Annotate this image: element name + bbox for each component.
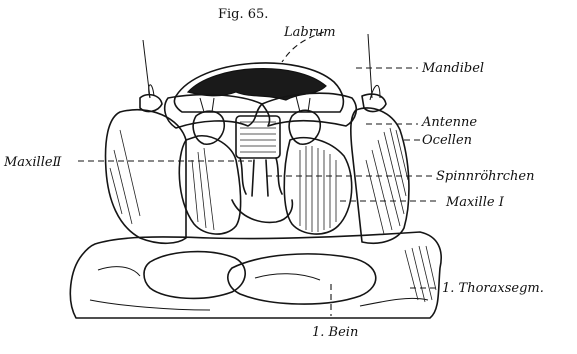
label-maxille-two: MaxilleⅡ <box>3 155 63 170</box>
label-mandibel: Mandibel <box>421 61 484 76</box>
leg-lobe-left <box>144 252 245 299</box>
label-labrum: Labrum <box>283 25 336 40</box>
palp-left <box>193 111 224 144</box>
label-antenne: Antenne <box>421 115 477 130</box>
larva-head-drawing <box>70 34 441 318</box>
label-ocellen: Ocellen <box>422 133 472 148</box>
maxilla-one-left <box>179 136 240 234</box>
label-bein: 1. Bein <box>312 325 358 340</box>
head-capsule-left <box>106 110 186 244</box>
figure-caption: Fig. 65. <box>218 7 268 22</box>
label-maxille-one: Maxille I <box>445 195 505 210</box>
spinneret <box>240 158 282 196</box>
label-spinnroehrchen: Spinnröhrchen <box>436 169 534 184</box>
leg-lobe-right <box>228 254 376 304</box>
label-thoraxsegm: 1. Thoraxsegm. <box>442 281 544 296</box>
antenna-bristle-right <box>368 34 372 98</box>
